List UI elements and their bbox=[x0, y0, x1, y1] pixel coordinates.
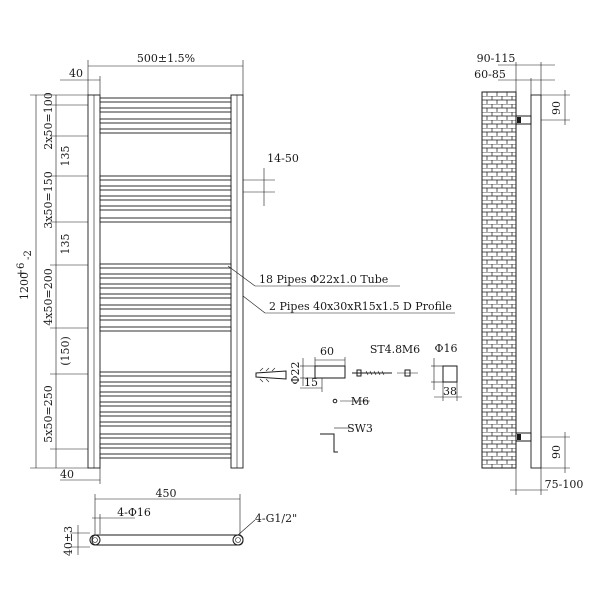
top-bracket bbox=[515, 115, 532, 125]
seg-150-label: (150) bbox=[59, 336, 72, 366]
pipes-callout-label: 18 Pipes Φ22x1.0 Tube bbox=[259, 273, 388, 286]
side-90-top-label: 90 bbox=[550, 101, 563, 115]
side-bottom-label: 75-100 bbox=[545, 478, 584, 491]
w15-label: 15 bbox=[304, 376, 318, 389]
plan-bar bbox=[91, 534, 244, 546]
grub-screw-icon bbox=[332, 398, 338, 404]
pipe-bar bbox=[99, 128, 232, 134]
seg-135-a-label: 135 bbox=[59, 146, 72, 167]
pipe-bar bbox=[99, 371, 232, 377]
pipe-bar bbox=[99, 304, 232, 310]
height-tolerance-minus: -2 bbox=[23, 250, 34, 260]
pipe-bar bbox=[99, 263, 232, 269]
gap-14-50-label: 14-50 bbox=[267, 152, 299, 165]
pipe-bar bbox=[99, 433, 232, 439]
left-dimension-chain: 1200 +6 -2 2x50=100 135 3x50=150 135 4x5… bbox=[16, 92, 101, 484]
profile-callout-label: 2 Pipes 40x30xR15x1.5 D Profile bbox=[269, 300, 452, 313]
pipe-bar bbox=[99, 411, 232, 417]
pipe-bar bbox=[99, 381, 232, 387]
st48-label: ST4.8 bbox=[370, 343, 402, 356]
fixings-detail: Φ22 60 15 M6 ST4.8 M6 Φ16 38 SW3 bbox=[255, 342, 462, 453]
thread-label: 4-G1/2" bbox=[255, 512, 297, 525]
bottom-width-label: 450 bbox=[156, 487, 177, 500]
pipe-bar bbox=[99, 175, 232, 181]
sw3-label: SW3 bbox=[347, 422, 373, 435]
pipe-bar bbox=[99, 401, 232, 407]
wall-plug-icon bbox=[255, 370, 287, 380]
pipe-bar bbox=[99, 273, 232, 279]
screw-icon bbox=[356, 369, 362, 377]
side-90-bottom-label: 90 bbox=[550, 445, 563, 459]
phi16-label: Φ16 bbox=[434, 342, 457, 355]
seg-4x50-label: 4x50=200 bbox=[42, 268, 55, 325]
seg-135-b-label: 135 bbox=[59, 234, 72, 255]
w38-label: 38 bbox=[443, 385, 457, 398]
end-cap bbox=[442, 365, 458, 383]
top-left-40-label: 40 bbox=[69, 67, 83, 80]
pipe-bar bbox=[99, 293, 232, 299]
pipe-bar bbox=[99, 217, 232, 223]
bottom-bracket bbox=[515, 432, 532, 442]
pipe-bar bbox=[99, 453, 232, 459]
depth-label: 40±3 bbox=[62, 526, 75, 556]
front-view bbox=[87, 94, 244, 469]
allen-key-icon bbox=[320, 433, 338, 453]
pipe-bar bbox=[99, 443, 232, 449]
plan-view: 450 4-Φ16 4-G1/2" 40±3 bbox=[62, 487, 297, 556]
pipe-bar bbox=[99, 391, 232, 397]
m6-a-label: M6 bbox=[351, 395, 369, 408]
pipe-callouts: 18 Pipes Φ22x1.0 Tube 2 Pipes 40x30xR15x… bbox=[227, 265, 455, 314]
seg-3x50-label: 3x50=150 bbox=[42, 171, 55, 228]
seg-2x50-label: 2x50=100 bbox=[42, 92, 55, 149]
height-tolerance-plus: +6 bbox=[16, 263, 27, 278]
side-rail bbox=[530, 94, 542, 469]
side-top-a-label: 90-115 bbox=[477, 52, 516, 65]
seg-5x50-label: 5x50=250 bbox=[42, 385, 55, 442]
bottom-40-label: 40 bbox=[60, 468, 74, 481]
side-view: 90-115 60-85 90 90 75-100 bbox=[474, 52, 583, 495]
bracket-sleeve bbox=[314, 365, 346, 379]
w60-label: 60 bbox=[320, 345, 334, 358]
pipe-bar bbox=[99, 205, 232, 211]
wall-brick bbox=[481, 91, 517, 469]
pipe-bar bbox=[99, 283, 232, 289]
pipe-bar bbox=[99, 97, 232, 103]
pipe-bar bbox=[99, 195, 232, 201]
pipe-bar bbox=[99, 421, 232, 427]
pipe-bar bbox=[99, 185, 232, 191]
height-total-label: 1200 bbox=[18, 272, 31, 300]
side-top-b-label: 60-85 bbox=[474, 68, 506, 81]
holes-label: 4-Φ16 bbox=[117, 506, 151, 519]
pipe-bar bbox=[99, 107, 232, 113]
pipe-bar bbox=[99, 326, 232, 332]
top-width-dimension: 500±1.5% 40 bbox=[60, 52, 244, 95]
phi22-label: Φ22 bbox=[289, 361, 302, 384]
pipe-bar bbox=[99, 118, 232, 124]
m6-b-label: M6 bbox=[402, 343, 420, 356]
pipe-bar bbox=[99, 315, 232, 321]
left-valve-icon bbox=[89, 534, 101, 546]
top-width-label: 500±1.5% bbox=[137, 52, 195, 65]
horizontal-pipes bbox=[99, 97, 232, 459]
gap-dimension: 14-50 bbox=[243, 152, 299, 206]
